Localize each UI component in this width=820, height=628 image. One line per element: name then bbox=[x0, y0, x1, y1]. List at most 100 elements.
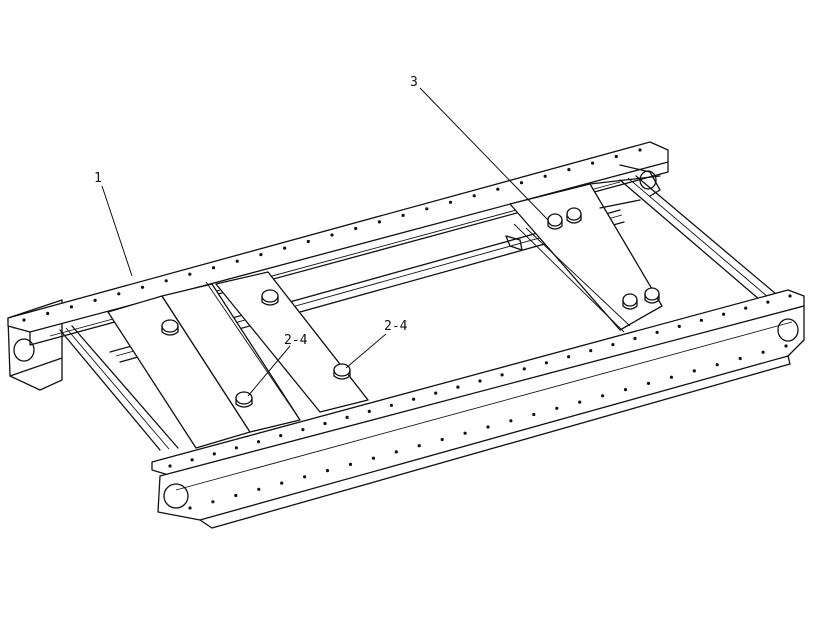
rail-hole bbox=[412, 397, 416, 401]
rail-hole bbox=[168, 464, 172, 468]
rail-hole bbox=[301, 428, 305, 432]
rail-hole bbox=[93, 298, 97, 302]
rail-hole bbox=[744, 306, 748, 310]
rail-hole bbox=[280, 481, 284, 485]
rail-hole bbox=[567, 355, 571, 359]
rail-hole bbox=[677, 324, 681, 328]
rail-hole bbox=[646, 381, 651, 385]
rail-hole bbox=[509, 419, 513, 423]
rail-hole bbox=[440, 437, 444, 442]
bolt-group bbox=[161, 207, 660, 408]
rail-hole bbox=[500, 373, 504, 377]
rail-hole bbox=[589, 349, 593, 353]
rail-hole bbox=[235, 259, 239, 263]
rail-hole bbox=[655, 330, 659, 334]
leader-part-2-4-right bbox=[345, 333, 387, 369]
rail-hole bbox=[601, 394, 605, 398]
rail-hole bbox=[519, 181, 524, 185]
rail-hole bbox=[633, 336, 637, 341]
rail-hole bbox=[46, 311, 50, 316]
rail-hole bbox=[478, 379, 482, 383]
rail-hole bbox=[567, 168, 571, 172]
rail-hole bbox=[472, 194, 476, 198]
bolt-head bbox=[644, 287, 660, 304]
rail-hole bbox=[389, 403, 393, 407]
rail-hole bbox=[377, 220, 381, 224]
rail-hole bbox=[259, 253, 263, 257]
rail-hole bbox=[699, 318, 704, 322]
rail-hole bbox=[22, 318, 26, 322]
callout-part-3: 3 bbox=[410, 75, 418, 90]
rail-hole bbox=[544, 361, 549, 365]
rail-hole bbox=[555, 406, 559, 410]
cross-plate-right bbox=[505, 175, 663, 333]
rail-hole bbox=[117, 292, 121, 296]
bolt-head bbox=[333, 363, 351, 380]
bolt-head bbox=[547, 213, 563, 230]
rail-hole bbox=[532, 412, 536, 417]
rail-hole bbox=[345, 415, 349, 419]
rail-hole bbox=[190, 458, 194, 462]
rail-hole bbox=[394, 450, 398, 454]
rail-hole bbox=[257, 487, 261, 491]
rail-hole bbox=[234, 446, 238, 450]
rail-hole bbox=[211, 500, 215, 504]
bolt-head bbox=[261, 289, 279, 306]
rail-hole bbox=[669, 375, 674, 379]
rail-hole bbox=[463, 431, 467, 435]
leader-part-3 bbox=[419, 87, 549, 221]
rail-hole bbox=[715, 363, 719, 367]
callout-part-2-4-right: 2-4 bbox=[384, 319, 408, 334]
rail-hole bbox=[371, 456, 375, 460]
rail-hole bbox=[486, 425, 490, 429]
rail-hole bbox=[303, 475, 307, 479]
rail-hole bbox=[417, 444, 421, 448]
rail-hole bbox=[623, 388, 628, 392]
leader-part-2-4-left bbox=[247, 345, 291, 397]
rail-hole bbox=[591, 161, 595, 165]
rail-hole bbox=[367, 409, 371, 413]
rail-hole bbox=[496, 187, 500, 191]
rail-hole bbox=[401, 213, 405, 217]
rail-hole bbox=[766, 300, 770, 304]
bolt-head bbox=[566, 207, 582, 224]
rail-hole bbox=[188, 272, 192, 276]
rail-hole bbox=[212, 452, 216, 456]
rail-hole bbox=[448, 200, 453, 204]
rail-hole bbox=[279, 434, 283, 438]
leader-part-1 bbox=[101, 185, 133, 277]
rail-hole bbox=[257, 440, 261, 444]
bolt-head bbox=[235, 391, 253, 408]
rail-hole bbox=[761, 350, 765, 354]
rail-hole bbox=[283, 246, 287, 250]
rail-hole bbox=[456, 385, 460, 389]
rail-hole bbox=[140, 285, 145, 289]
bolt-head bbox=[161, 319, 179, 336]
rail-hole bbox=[611, 343, 615, 347]
rail-hole bbox=[354, 226, 358, 231]
rail-hole bbox=[425, 207, 429, 211]
rail-hole bbox=[788, 294, 792, 298]
rail-hole bbox=[543, 174, 547, 178]
leader-lines bbox=[101, 87, 549, 397]
rail-hole bbox=[323, 421, 327, 426]
callout-part-1: 1 bbox=[94, 171, 102, 186]
rail-hole bbox=[784, 344, 788, 348]
bolt-head bbox=[622, 293, 638, 310]
rail-hole bbox=[164, 279, 168, 283]
rail-hole bbox=[211, 266, 216, 270]
callout-part-2-4-left: 2-4 bbox=[284, 333, 308, 348]
rail-hole bbox=[522, 367, 526, 371]
rail-hole bbox=[188, 506, 192, 510]
rail-hole bbox=[434, 391, 438, 395]
rail-hole bbox=[738, 356, 742, 361]
rail-hole bbox=[306, 239, 310, 244]
cross-plates-left bbox=[107, 271, 369, 449]
rail-hole bbox=[638, 148, 642, 152]
rail-hole bbox=[330, 233, 334, 237]
rail-hole bbox=[348, 462, 353, 466]
rail-hole bbox=[578, 400, 582, 404]
rail-hole bbox=[325, 469, 330, 473]
rail-hole bbox=[692, 369, 696, 373]
